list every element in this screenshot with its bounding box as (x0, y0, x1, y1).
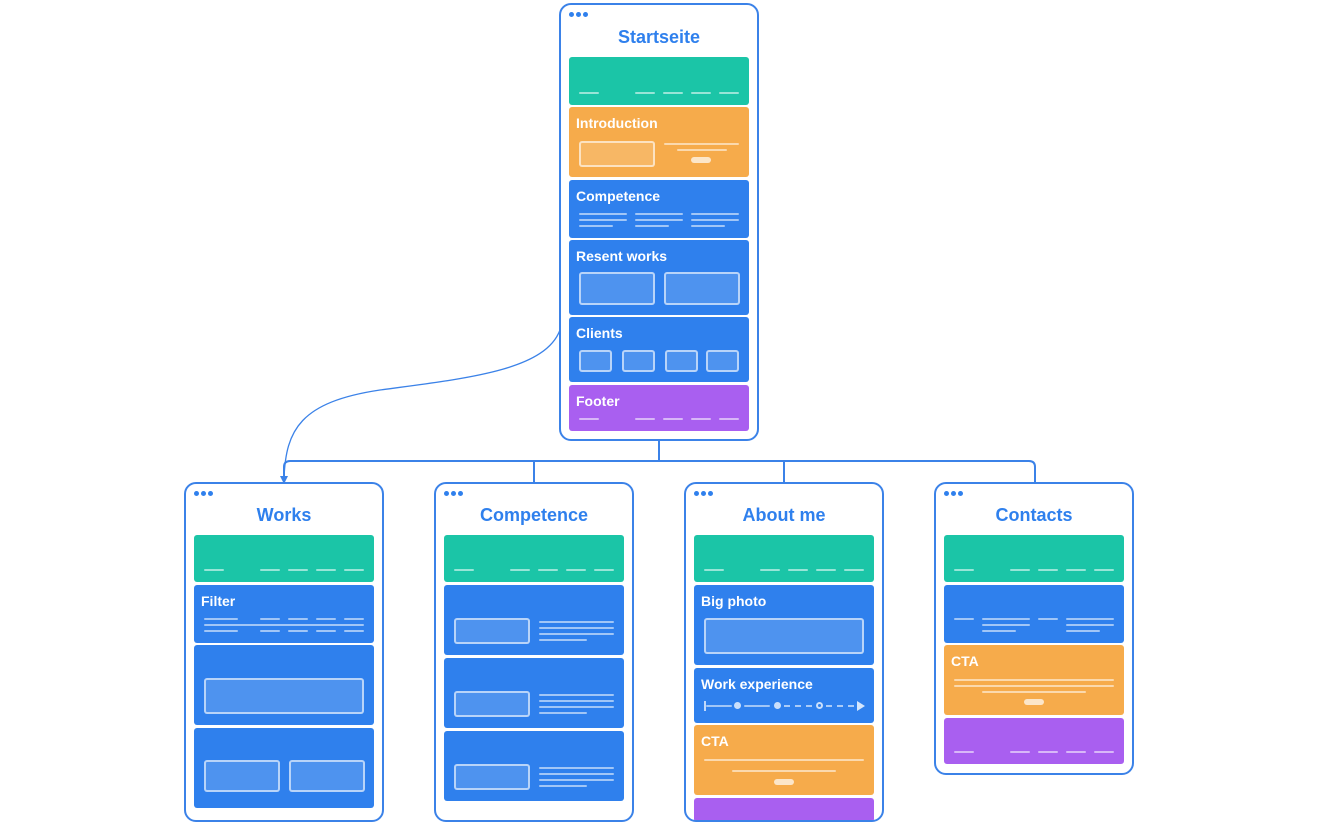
section-label: Work experience (701, 676, 813, 692)
window-dots-icon (444, 491, 463, 496)
section-label: Resent works (576, 248, 668, 264)
cta-section: CTA (694, 725, 874, 795)
section-label: Clients (576, 325, 623, 341)
page-title: Contacts (995, 505, 1073, 525)
tree-bar (290, 460, 1036, 484)
section-label: Big photo (701, 593, 767, 609)
section-label: Filter (201, 593, 236, 609)
contact-info-section (944, 585, 1124, 643)
page-title: Startseite (617, 27, 701, 47)
link-clients-to-works (283, 329, 561, 479)
header-section (444, 535, 624, 582)
window-dots-icon (194, 491, 213, 496)
competence-item-section (444, 585, 624, 655)
page-works[interactable]: Works Filter (184, 482, 384, 822)
header-section (944, 535, 1124, 582)
section-label: Competence (576, 188, 661, 204)
competence-item-section (444, 658, 624, 728)
header-section (694, 535, 874, 582)
header-section (569, 57, 749, 105)
section-label: Footer (576, 393, 620, 409)
big-photo-section: Big photo (694, 585, 874, 665)
competence-item-section (444, 731, 624, 801)
footer-section (944, 718, 1124, 764)
window-dots-icon (569, 12, 588, 17)
page-title: About me (742, 505, 826, 525)
arrow-head (280, 476, 288, 484)
filter-section: Filter (194, 585, 374, 643)
competence-section: Competence (569, 180, 749, 238)
page-contacts[interactable]: Contacts CTA (934, 482, 1134, 775)
work-experience-section: Work experience (694, 668, 874, 723)
clients-section: Clients (569, 317, 749, 382)
introduction-section: Introduction (569, 107, 749, 177)
header-section (194, 535, 374, 582)
page-title: Works (256, 505, 312, 525)
section-label: CTA (701, 733, 729, 749)
cta-section: CTA (944, 645, 1124, 715)
page-startseite[interactable]: Startseite Introduction Competence Resen… (559, 3, 759, 441)
page-competence[interactable]: Competence (434, 482, 634, 822)
page-about-me[interactable]: About me Big photo Work experience CTA (684, 482, 884, 822)
page-title: Competence (479, 505, 589, 525)
connector-lines (280, 329, 1036, 484)
window-dots-icon (694, 491, 713, 496)
section-label: CTA (951, 653, 979, 669)
footer-section (694, 798, 874, 820)
work-item-section (194, 645, 374, 725)
section-label: Introduction (576, 115, 658, 131)
work-grid-section (194, 728, 374, 808)
footer-section: Footer (569, 385, 749, 431)
window-dots-icon (944, 491, 963, 496)
resent-works-section: Resent works (569, 240, 749, 315)
